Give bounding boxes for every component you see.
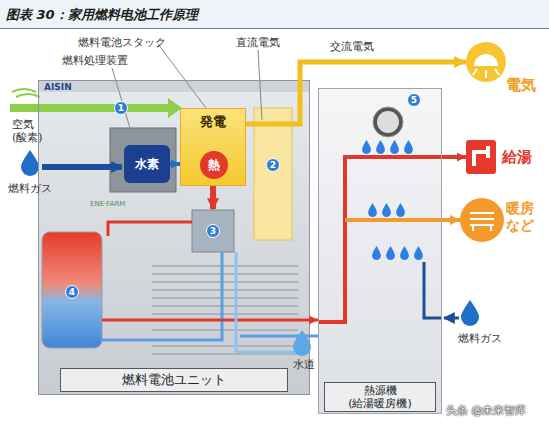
heat-exchanger [192,210,234,252]
heater-shape [470,213,494,231]
header-rule [0,28,549,29]
flame [390,140,399,154]
hot-pipe [108,222,192,236]
gas-drop [21,150,39,176]
hot-water-line [318,157,442,322]
fuel-cell-unit: 燃料電池ユニット 水素 発電熱 [38,80,310,395]
lamp-icon [466,42,506,82]
water-drop [293,330,311,356]
flow-label: 交流電気 [330,40,374,53]
flame [376,140,385,154]
air-arrow [10,98,182,118]
heat-source-unit: 熱源機 (給湯暖房機) [318,88,442,414]
node-text: 暖房 など [506,200,538,234]
gas-drop [461,300,479,326]
lamp-rays [473,69,499,78]
node-text: 熱 [208,157,220,174]
flow-connector [310,319,318,322]
node-text: 燃料電池ユニット [60,368,288,392]
air-icon [12,89,40,97]
header-band [0,0,549,28]
heating-line [345,218,442,222]
flame [400,246,409,260]
hydrogen-box: 水素 [124,145,170,183]
flow-connector [246,62,466,124]
flow-connector [170,162,180,166]
faucet-icon [466,140,496,174]
faucet-shape [472,146,490,166]
electricity-icon: 電気 [466,42,506,82]
callout-number: 1 [114,101,128,115]
node-text: 給湯 [502,148,532,167]
brand-logo: AISIN [44,82,72,92]
node-text: 熱源機 (給湯暖房機) [324,382,436,412]
heating-icon: 暖房 など [460,198,504,242]
flame [382,203,391,217]
control-display-face [377,111,399,133]
node-text: 電気 [506,76,536,95]
callout-number: 2 [266,158,280,172]
fuel-gas-arrow [42,164,122,170]
watermark: 头条 @未来智库 [446,403,527,418]
node-text: 発電 [181,113,245,131]
node-text: 水素 [135,156,159,173]
flame [362,140,371,154]
input-label: 燃料ガス [458,332,502,345]
flame [368,203,377,217]
power-generation-box: 発電熱 [180,108,246,186]
input-label: 水道 [293,358,315,371]
flame [396,203,405,217]
brand-logo: ENE·FARM [90,200,125,209]
hot-water-pipe [102,319,310,322]
fuel-processor [110,128,176,192]
heater-icon [460,198,504,242]
callout-number: 3 [206,224,220,238]
fuel-gas-arrow [444,317,459,320]
flow-label: 直流電気 [236,36,280,49]
flame [386,246,395,260]
input-label: 空気 (酸素) [12,118,52,144]
input-label: 燃料ガス [8,182,52,195]
inverter [254,108,292,240]
cold-pipe [102,252,222,340]
flame [404,140,413,154]
control-display [373,107,403,137]
unit-body [38,80,310,395]
callout-number: 4 [65,285,79,299]
heat-source-body [318,88,442,414]
flow-connector [442,155,466,159]
hot-water-icon: 給湯 [466,140,496,174]
unit-lid [38,80,310,92]
figure-title: 图表 30：家用燃料电池工作原理 [6,6,198,24]
callout-number: 5 [407,93,421,107]
flame [414,246,423,260]
gas-line [424,262,442,318]
flow-connector [442,218,460,222]
flame [372,246,381,260]
heat-circle: 熱 [200,151,228,179]
part-label: 燃料処理装置 [62,54,128,67]
lamp-shade [474,54,498,66]
hot-water-tank [42,232,102,348]
part-label: 燃料電池スタック [78,36,166,49]
